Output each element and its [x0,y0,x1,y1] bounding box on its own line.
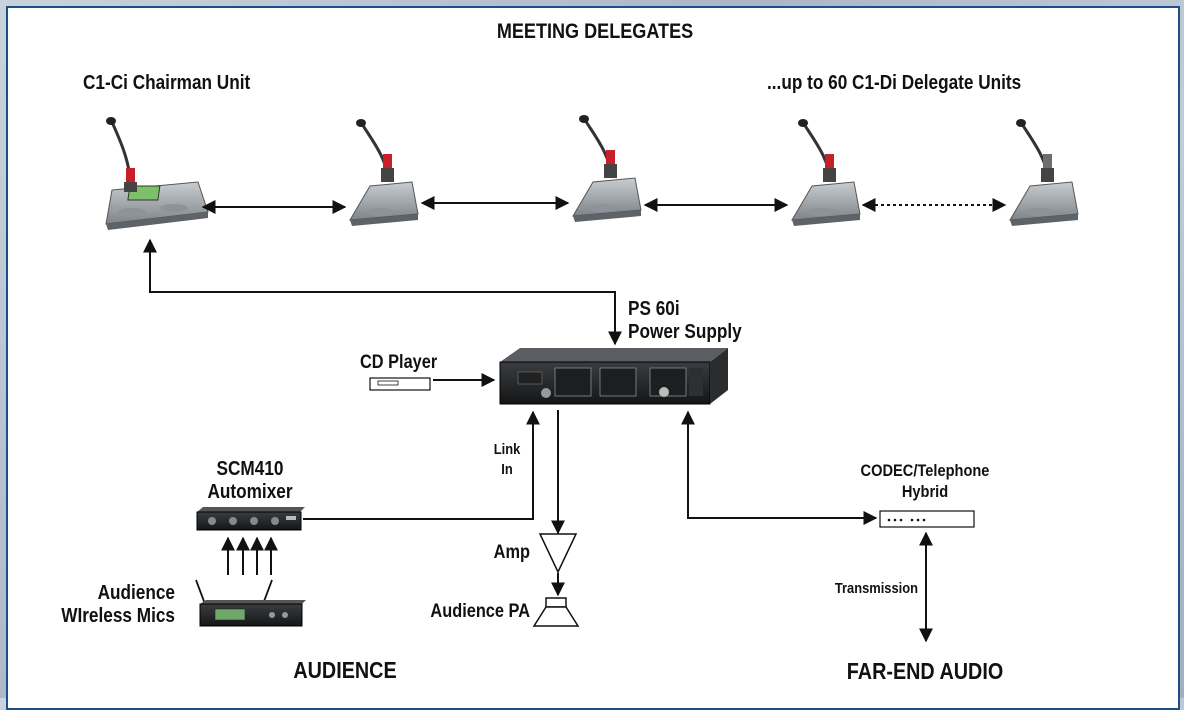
cd-player-icon [369,377,431,391]
label-link-in-line2: In [501,461,513,478]
link-power-supply-codec [681,410,878,525]
chairman-unit-icon [105,117,209,230]
delegate-unit-3-icon [791,119,861,226]
title-meeting-delegates: MEETING DELEGATES [496,20,694,43]
delegate-unit-2-icon [572,115,642,222]
power-supply-rack-icon [499,348,728,405]
label-power-supply-line1: PS 60i [628,298,680,320]
scm410-automixer-icon [196,507,305,531]
title-audience: AUDIENCE [293,657,397,683]
label-wireless-line2: WIreless Mics [61,605,176,627]
label-audience-pa: Audience PA [430,601,530,622]
delegate-unit-4-icon [1009,119,1079,226]
label-codec-line2: Hybrid [901,482,949,501]
label-scm410-line1: SCM410 [216,458,284,480]
label-amp: Amp [493,542,530,563]
label-transmission: Transmission [834,580,918,597]
amp-icon [538,533,578,574]
label-scm410-line2: Automixer [207,481,293,503]
title-far-end-audio: FAR-END AUDIO [846,658,1004,684]
label-chairman-unit: C1-Ci Chairman Unit [83,72,251,94]
label-cd-player: CD Player [360,352,438,373]
wireless-receiver-icon [195,579,306,627]
delegate-unit-1-icon [349,119,419,226]
label-wireless-line1: Audience [97,582,175,604]
label-link-in-line1: Link [493,441,521,458]
speaker-icon [532,597,580,627]
label-power-supply-line2: Power Supply [628,321,742,343]
link-chairman-power-supply [143,238,622,346]
link-automixer-power-supply [303,410,540,520]
label-codec-line1: CODEC/Telephone [860,461,990,480]
codec-telephone-hybrid-icon [879,510,975,528]
label-delegate-units: ...up to 60 C1-Di Delegate Units [767,72,1022,94]
